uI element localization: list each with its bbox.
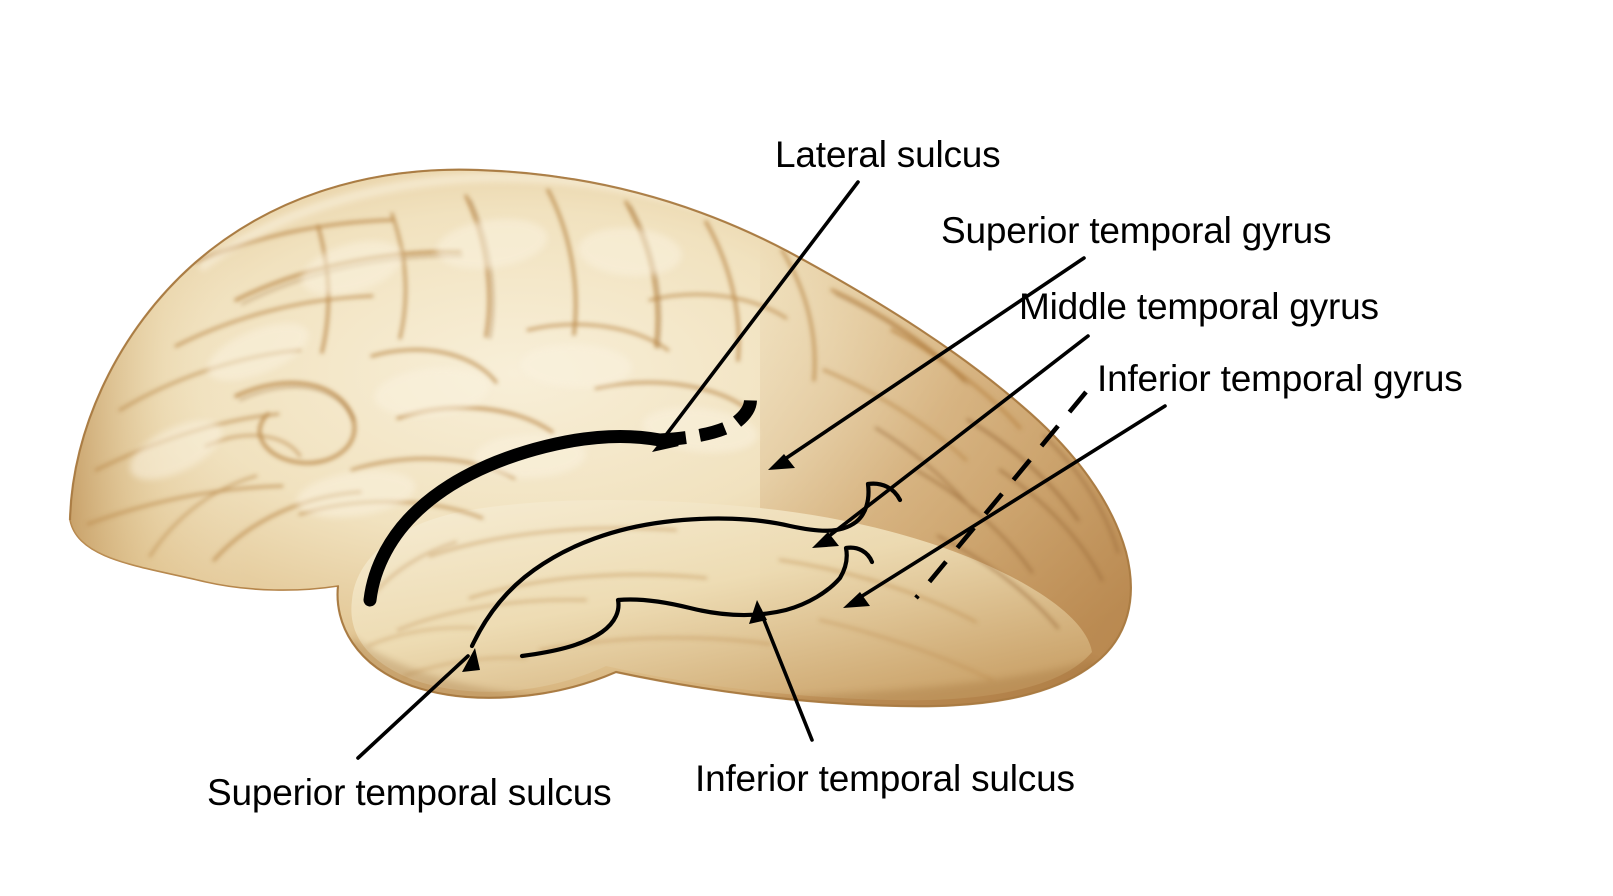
leader-inferior-temporal-sulcus — [749, 600, 814, 742]
label-superior-temporal-sulcus: Superior temporal sulcus — [207, 772, 612, 813]
leader-lines — [356, 180, 1167, 760]
lateral-sulcus-dashed-trace — [659, 394, 757, 447]
annotation-traces — [363, 390, 1088, 659]
leader-superior-temporal-gyrus — [768, 256, 1086, 470]
leader-middle-temporal-gyrus — [812, 334, 1090, 548]
occipital-boundary-dashed-trace — [914, 390, 1088, 600]
inferior-temporal-sulcus-trace — [519, 545, 875, 659]
label-inferior-temporal-gyrus: Inferior temporal gyrus — [1097, 358, 1463, 399]
label-inferior-temporal-sulcus: Inferior temporal sulcus — [695, 758, 1075, 799]
label-superior-temporal-gyrus: Superior temporal gyrus — [941, 210, 1332, 251]
label-middle-temporal-gyrus: Middle temporal gyrus — [1019, 286, 1379, 327]
lateral-sulcus-solid-trace — [363, 430, 667, 607]
occipital-gyri-lines — [874, 418, 1120, 630]
superior-temporal-sulcus-trace — [469, 481, 903, 649]
leader-lateral-sulcus — [652, 180, 860, 452]
leader-inferior-temporal-gyrus — [843, 404, 1167, 608]
cerebrum-outline — [68, 168, 1132, 708]
temporal-lobe-fill — [351, 500, 1092, 701]
label-lateral-sulcus: Lateral sulcus — [775, 134, 1001, 175]
leader-superior-temporal-sulcus — [356, 648, 480, 760]
